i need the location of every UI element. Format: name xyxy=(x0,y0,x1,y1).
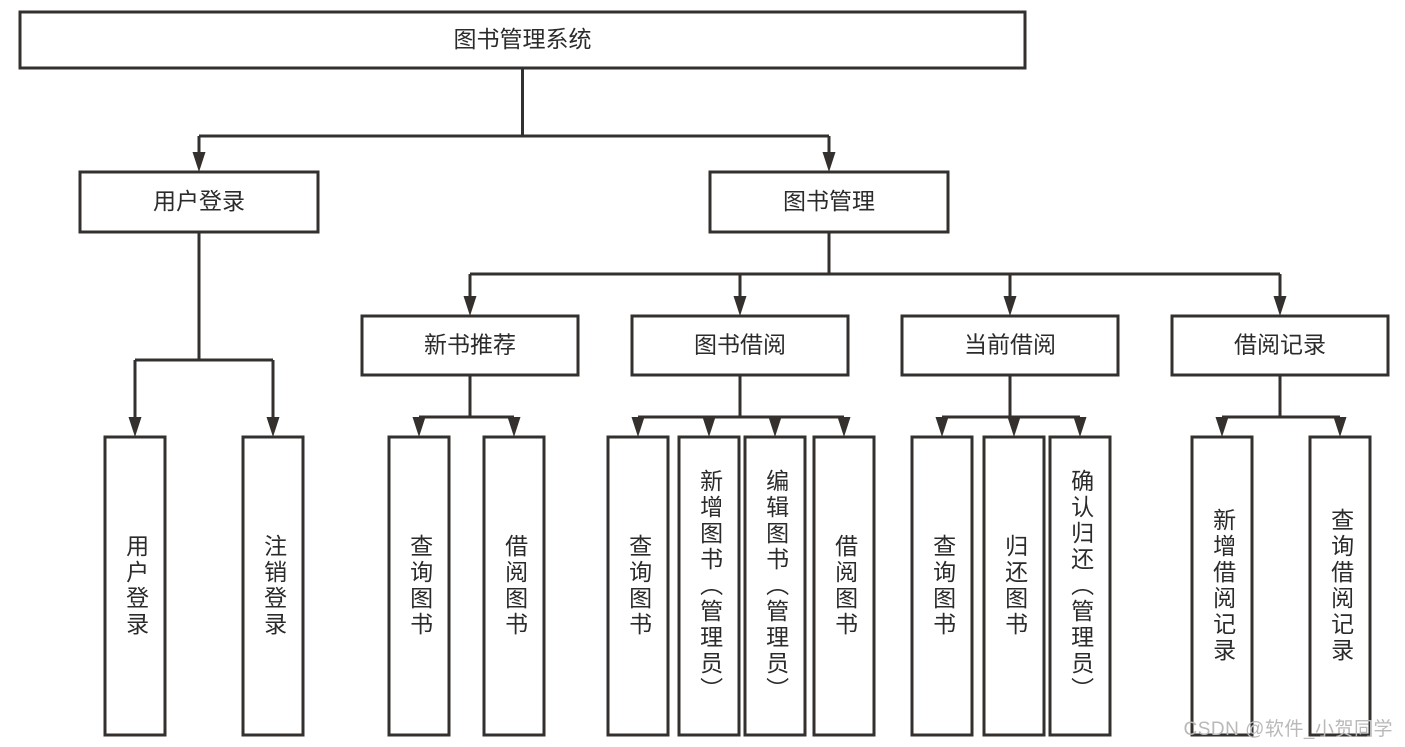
arrow-head-icon xyxy=(1003,296,1017,316)
node-box-book-manage[interactable] xyxy=(708,170,950,234)
arrow-head-icon xyxy=(702,417,716,437)
arrow-head-icon xyxy=(935,417,949,437)
arrow-head-icon xyxy=(192,152,206,172)
node-box-leaf-query-book-1[interactable] xyxy=(387,435,451,737)
arrow-head-icon xyxy=(1007,417,1021,437)
arrow-head-icon xyxy=(768,417,782,437)
node-box-leaf-logout[interactable] xyxy=(241,435,305,737)
node-label-borrow-record: 借阅记录 xyxy=(1234,332,1326,358)
node-label-book-borrow: 图书借阅 xyxy=(694,332,786,358)
node-box-leaf-query-book-3[interactable] xyxy=(910,435,974,737)
node-box-user-login[interactable] xyxy=(78,170,320,234)
arrow-head-icon xyxy=(463,296,477,316)
node-box-leaf-query-record[interactable] xyxy=(1308,435,1372,737)
arrow-head-icon xyxy=(631,417,645,437)
arrow-head-icon xyxy=(1215,417,1229,437)
node-label-user-login: 用户登录 xyxy=(153,188,245,214)
node-box-root[interactable] xyxy=(18,10,1027,70)
arrow-head-icon xyxy=(507,417,521,437)
connectors-layer xyxy=(128,68,1347,437)
arrow-head-icon xyxy=(733,296,747,316)
node-box-leaf-edit-book[interactable] xyxy=(743,435,807,737)
watermark-text: CSDN @软件_小贺同学 xyxy=(1183,719,1393,740)
node-label-book-manage: 图书管理 xyxy=(783,188,875,214)
arrow-head-icon xyxy=(128,417,142,437)
arrow-head-icon xyxy=(1333,417,1347,437)
node-boxes-layer xyxy=(18,10,1390,737)
node-box-leaf-add-record[interactable] xyxy=(1190,435,1254,737)
node-box-new-book-rec[interactable] xyxy=(360,314,580,377)
arrow-head-icon xyxy=(1273,296,1287,316)
node-box-leaf-query-book-2[interactable] xyxy=(606,435,670,737)
node-box-book-borrow[interactable] xyxy=(630,314,850,377)
node-label-current-borrow: 当前借阅 xyxy=(964,332,1056,358)
arrow-head-icon xyxy=(412,417,426,437)
node-box-current-borrow[interactable] xyxy=(900,314,1120,377)
arrow-head-icon xyxy=(837,417,851,437)
node-box-leaf-confirm-return[interactable] xyxy=(1048,435,1112,737)
node-label-root: 图书管理系统 xyxy=(454,26,592,52)
node-box-borrow-record[interactable] xyxy=(1170,314,1390,377)
arrow-head-icon xyxy=(1073,417,1087,437)
node-box-leaf-borrow-book-1[interactable] xyxy=(482,435,546,737)
arrow-head-icon xyxy=(822,152,836,172)
node-box-leaf-add-book[interactable] xyxy=(677,435,741,737)
node-box-leaf-return-book[interactable] xyxy=(982,435,1046,737)
arrow-head-icon xyxy=(266,417,280,437)
node-label-new-book-rec: 新书推荐 xyxy=(424,332,516,358)
node-box-leaf-borrow-book-2[interactable] xyxy=(812,435,876,737)
node-box-leaf-user-login[interactable] xyxy=(103,435,167,737)
